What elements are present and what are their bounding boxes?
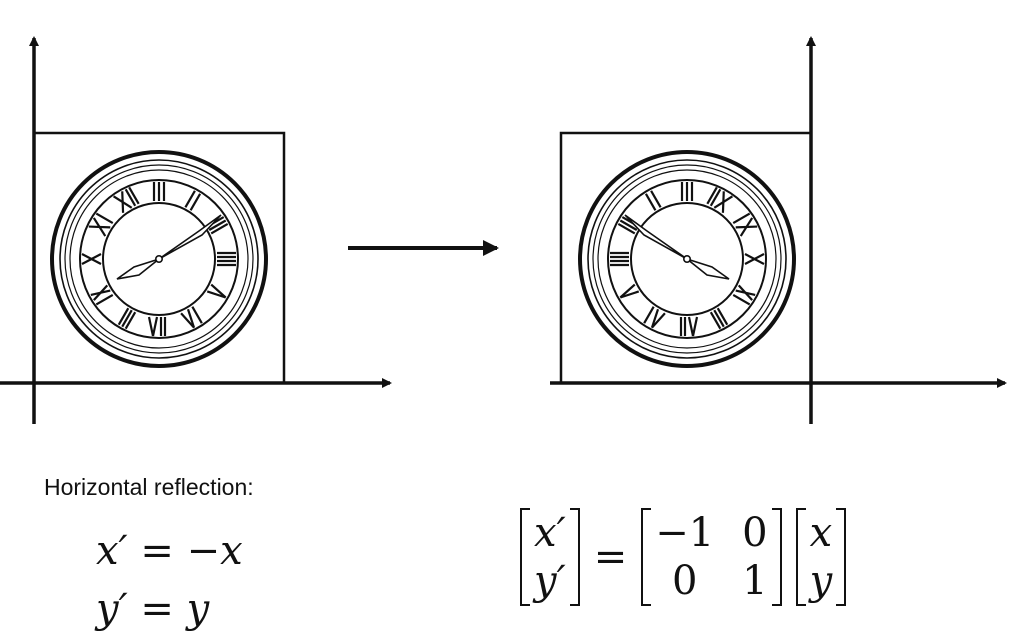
result-vector-x: x′: [534, 510, 566, 556]
equation-y: y′ = y: [96, 586, 209, 632]
clock-icon-mirrored: [578, 150, 796, 368]
matrix-cell-11: −1: [655, 510, 715, 556]
reflected-panel: [550, 36, 1007, 424]
equation-y-rhs: y: [186, 586, 210, 632]
matrix-equals: =: [593, 534, 628, 580]
reflection-matrix: −1 0 0 1: [641, 508, 783, 606]
input-vector: x y: [795, 508, 847, 606]
matrix-cell-22: 1: [742, 558, 768, 604]
equation-x-rhs: −x: [186, 528, 243, 574]
caption: Horizontal reflection:: [44, 474, 254, 500]
equation-y-lhs: y′: [96, 586, 128, 632]
result-vector-y: y′: [534, 558, 566, 604]
matrix-cell-12: 0: [742, 510, 768, 556]
clock-icon: [50, 150, 268, 368]
original-panel: [0, 36, 392, 424]
input-vector-y: y: [809, 558, 833, 604]
equation-x-lhs: x′: [96, 528, 128, 574]
equation-x: x′ = −x: [96, 528, 243, 574]
result-vector: x′ y′: [520, 508, 580, 606]
equation-y-equals: =: [140, 586, 174, 632]
matrix-cell-21: 0: [671, 558, 698, 604]
image-frame-left: [32, 131, 286, 385]
matrix-equation: x′ y′ = −1 0 0 1 x y: [520, 508, 846, 606]
reflection-diagram: [0, 36, 1007, 424]
image-frame-right: [559, 131, 813, 385]
equation-x-equals: =: [140, 528, 174, 574]
input-vector-x: x: [809, 510, 833, 556]
